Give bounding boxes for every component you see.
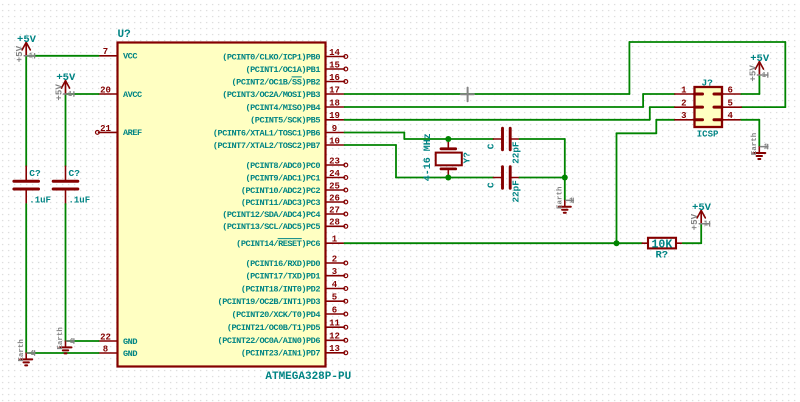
svg-text:(PCINT16/RXD)PD0: (PCINT16/RXD)PD0 [245, 259, 320, 269]
svg-text:(PCINT4/MISO)PB4: (PCINT4/MISO)PB4 [245, 103, 320, 113]
svg-text:(PCINT10/ADC2)PC2: (PCINT10/ADC2)PC2 [241, 186, 321, 196]
svg-text:1: 1 [681, 85, 687, 95]
svg-text:(PCINT3/OC2A/MOSI)PB3: (PCINT3/OC2A/MOSI)PB3 [222, 90, 320, 100]
svg-text:7: 7 [103, 47, 108, 57]
svg-text:.1uF: .1uF [29, 195, 51, 205]
svg-text:13: 13 [329, 344, 340, 354]
svg-text:(PCINT17/TXD)PD1: (PCINT17/TXD)PD1 [245, 272, 320, 282]
svg-text:ICSP: ICSP [697, 130, 719, 140]
svg-text:(PCINT18/INT0)PD2: (PCINT18/INT0)PD2 [241, 284, 321, 294]
svg-text:5: 5 [728, 99, 733, 109]
svg-text:Earth: Earth [751, 132, 759, 155]
svg-text:(PCINT19/OC2B/INT1)PD3: (PCINT19/OC2B/INT1)PD3 [218, 297, 321, 307]
svg-text:3: 3 [332, 267, 337, 277]
svg-text:2: 2 [332, 254, 337, 264]
svg-text:11: 11 [329, 319, 340, 329]
svg-text:22: 22 [100, 332, 111, 342]
svg-text:16: 16 [329, 73, 340, 83]
svg-text:+5V: +5V [56, 72, 76, 84]
svg-text:+5V: +5V [14, 45, 25, 62]
svg-text:Earth: Earth [18, 339, 26, 362]
svg-text:1: 1 [704, 221, 708, 229]
svg-text:C?: C? [69, 168, 81, 179]
svg-text:25: 25 [329, 181, 340, 191]
svg-text:(PCINT12/SDA/ADC4)PC4: (PCINT12/SDA/ADC4)PC4 [222, 210, 320, 220]
svg-text:+5V: +5V [692, 202, 712, 214]
svg-text:Earth: Earth [57, 327, 65, 350]
svg-text:4-16 MHz: 4-16 MHz [423, 133, 434, 181]
svg-text:1: 1 [70, 338, 74, 346]
svg-text:(PCINT0/CLKO/ICP1)PB0: (PCINT0/CLKO/ICP1)PB0 [222, 52, 320, 62]
svg-text:24: 24 [329, 169, 340, 179]
svg-text:28: 28 [329, 218, 340, 228]
svg-text:C?: C? [29, 168, 41, 179]
svg-text:(PCINT23/AIN1)PD7: (PCINT23/AIN1)PD7 [241, 349, 321, 359]
svg-text:21: 21 [100, 124, 111, 134]
svg-text:VCC: VCC [123, 52, 137, 62]
svg-text:8: 8 [103, 344, 108, 354]
svg-text:27: 27 [329, 205, 340, 215]
svg-text:Y?: Y? [462, 152, 473, 164]
svg-text:4: 4 [728, 111, 734, 121]
svg-text:1: 1 [68, 91, 72, 99]
svg-text:ATMEGA328P-PU: ATMEGA328P-PU [265, 371, 351, 383]
svg-text:(PCINT11/ADC3)PC3: (PCINT11/ADC3)PC3 [241, 198, 321, 208]
svg-text:(PCINT2/OC1B/SS)PB2: (PCINT2/OC1B/SS)PB2 [232, 77, 321, 87]
svg-text:(PCINT9/ADC1)PC1: (PCINT9/ADC1)PC1 [245, 173, 320, 183]
svg-text:4: 4 [332, 280, 338, 290]
svg-text:GND: GND [123, 337, 137, 347]
svg-text:+5V: +5V [750, 53, 770, 65]
svg-text:AREF: AREF [123, 128, 142, 138]
svg-text:(PCINT22/OC0A/AIN0)PD6: (PCINT22/OC0A/AIN0)PD6 [218, 336, 321, 346]
svg-text:22pF: 22pF [510, 180, 521, 203]
svg-text:+5V: +5V [17, 34, 37, 46]
svg-text:C: C [486, 182, 497, 188]
svg-text:2: 2 [681, 99, 686, 109]
svg-text:R?: R? [655, 249, 668, 261]
svg-text:(PCINT14/RESET)PC6: (PCINT14/RESET)PC6 [236, 239, 320, 249]
svg-text:(PCINT6/XTAL1/TOSC1)PB6: (PCINT6/XTAL1/TOSC1)PB6 [213, 128, 320, 138]
svg-text:(PCINT7/XTAL2/TOSC2)PB7: (PCINT7/XTAL2/TOSC2)PB7 [213, 141, 320, 151]
svg-text:5: 5 [332, 293, 337, 303]
svg-text:GND: GND [123, 349, 137, 359]
svg-text:9: 9 [332, 124, 337, 134]
svg-text:C: C [486, 143, 497, 149]
svg-text:(PCINT20/XCK/T0)PD4: (PCINT20/XCK/T0)PD4 [232, 310, 321, 320]
svg-text:(PCINT13/SCL/ADC5)PC5: (PCINT13/SCL/ADC5)PC5 [222, 222, 320, 232]
svg-text:26: 26 [329, 193, 340, 203]
svg-text:1: 1 [569, 197, 573, 205]
svg-text:1: 1 [764, 144, 768, 152]
svg-text:1: 1 [29, 53, 33, 61]
svg-text:+5V: +5V [747, 65, 758, 82]
svg-text:18: 18 [329, 98, 340, 108]
svg-text:(PCINT8/ADC0)PC0: (PCINT8/ADC0)PC0 [245, 161, 320, 171]
svg-text:(PCINT1/OC1A)PB1: (PCINT1/OC1A)PB1 [245, 65, 320, 75]
svg-text:Earth: Earth [557, 186, 565, 209]
svg-text:20: 20 [100, 85, 111, 95]
svg-text:15: 15 [329, 60, 340, 70]
svg-text:10: 10 [329, 136, 340, 146]
svg-text:1: 1 [762, 72, 766, 80]
svg-text:.1uF: .1uF [69, 195, 91, 205]
svg-text:+5V: +5V [54, 84, 65, 101]
svg-text:22pF: 22pF [510, 141, 521, 164]
svg-text:AVCC: AVCC [123, 90, 142, 100]
svg-text:+5V: +5V [689, 213, 700, 230]
svg-text:1: 1 [332, 235, 338, 245]
svg-text:1: 1 [30, 350, 34, 358]
svg-text:19: 19 [329, 111, 340, 121]
svg-text:23: 23 [329, 156, 340, 166]
svg-text:6: 6 [332, 305, 337, 315]
svg-text:17: 17 [329, 85, 340, 95]
svg-text:(PCINT5/SCK)PB5: (PCINT5/SCK)PB5 [250, 116, 320, 126]
svg-text:(PCINT21/OC0B/T1)PD5: (PCINT21/OC0B/T1)PD5 [227, 323, 320, 333]
svg-text:U?: U? [118, 29, 131, 41]
svg-text:12: 12 [329, 332, 340, 342]
svg-text:14: 14 [329, 48, 340, 58]
svg-text:10K: 10K [652, 239, 673, 252]
svg-text:6: 6 [728, 85, 733, 95]
svg-text:J?: J? [701, 77, 713, 88]
svg-text:3: 3 [681, 111, 686, 121]
